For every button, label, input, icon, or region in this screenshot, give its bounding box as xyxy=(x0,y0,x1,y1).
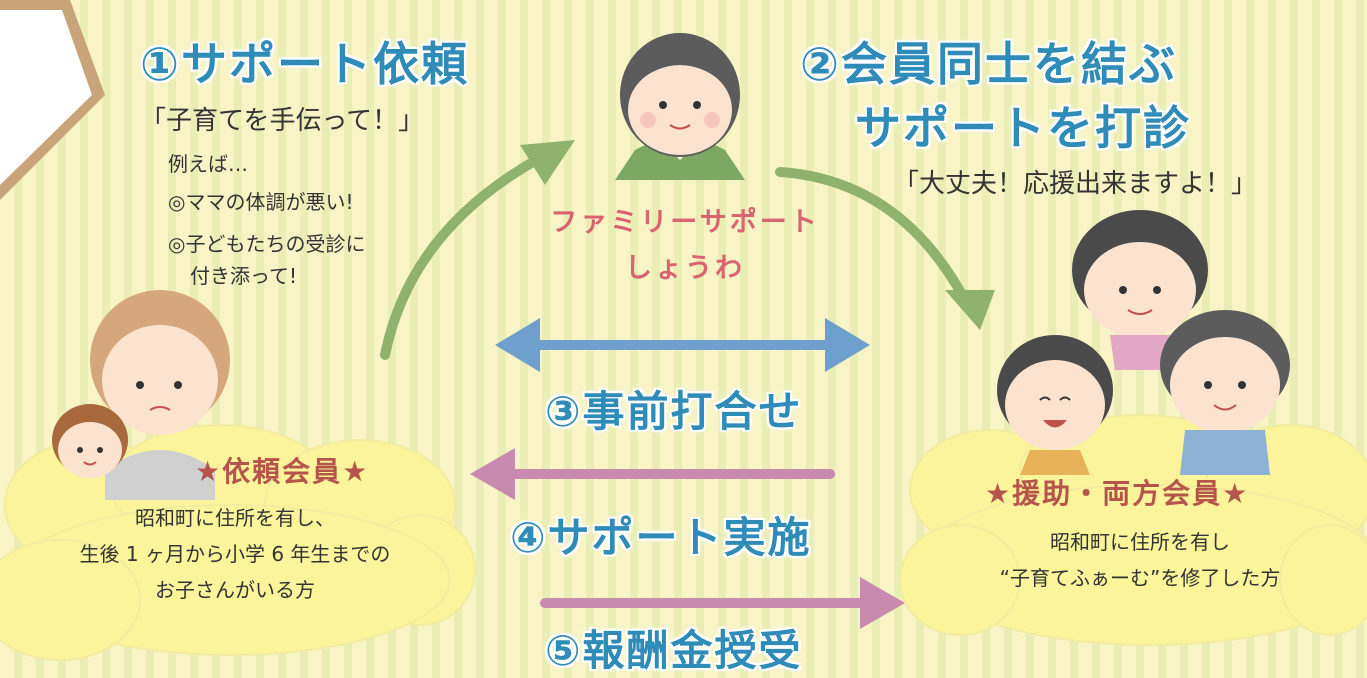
mother-child-illustration xyxy=(52,290,230,500)
hub-label: ファミリーサポート しょうわ xyxy=(540,200,830,292)
arrow-step2-head xyxy=(945,290,995,330)
example-item-1: ◎ママの体調が悪い! xyxy=(168,190,354,214)
step1-quote: 「子育てを手伝って！」 xyxy=(140,106,425,136)
examples-lead: 例えば… xyxy=(168,152,248,176)
step3-title: ③事前打合せ xyxy=(545,387,803,436)
arrow-step5 xyxy=(540,577,905,629)
helper-cloud xyxy=(899,414,1367,646)
corner-frame-decoration xyxy=(0,0,105,200)
arrow-step1 xyxy=(380,153,545,360)
step2-quote: 「大丈夫！応援出来ますよ！」 xyxy=(893,169,1258,199)
step2-title-line2: サポートを打診 xyxy=(855,101,1191,155)
helper-description: 昭和町に住所を有し “子育てふぁーむ”を修了した方 xyxy=(930,524,1350,596)
requester-description: 昭和町に住所を有し、 生後 1 ヶ月から小学 6 年生までの お子さんがいる方 xyxy=(20,500,450,608)
helper-desc-line2: “子育てふぁーむ”を修了した方 xyxy=(999,566,1281,590)
requester-title: ★依頼会員★ xyxy=(195,455,370,488)
arrow-step1-head xyxy=(520,140,575,185)
example-item-2-line1: ◎子どもたちの受診に xyxy=(168,232,366,256)
requester-desc-line3: お子さんがいる方 xyxy=(155,578,315,602)
helper-title: ★援助・両方会員★ xyxy=(985,477,1250,510)
helper-family-illustration xyxy=(997,210,1290,475)
arrow-step3 xyxy=(495,318,870,372)
hub-label-line1: ファミリーサポート xyxy=(550,207,820,238)
requester-desc-line2: 生後 1 ヶ月から小学 6 年生までの xyxy=(79,542,391,566)
step4-title: ④サポート実施 xyxy=(510,513,812,562)
arrow-step2 xyxy=(775,167,970,305)
step1-title: ①サポート依頼 xyxy=(140,37,469,91)
step5-title: ⑤報酬金授受 xyxy=(545,626,803,675)
step2-title-line1: ②会員同士を結ぶ xyxy=(800,37,1177,91)
staff-illustration xyxy=(615,33,745,180)
requester-desc-line1: 昭和町に住所を有し、 xyxy=(135,506,335,530)
hub-label-line2: しょうわ xyxy=(625,253,745,284)
example-item-2-line2: 付き添って! xyxy=(190,264,298,288)
arrow-step4 xyxy=(470,448,835,500)
helper-desc-line1: 昭和町に住所を有し xyxy=(1050,530,1230,554)
